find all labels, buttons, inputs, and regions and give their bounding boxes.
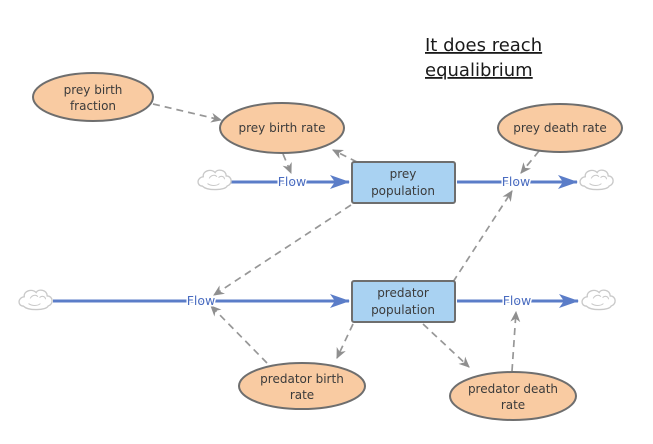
variable-prey-birth-rate[interactable]: prey birth rate	[219, 102, 345, 154]
link-prey-birth-rate-to-prey-inflow[interactable]	[282, 153, 292, 175]
cloud-prey-sink	[579, 169, 614, 191]
flow-prey-outflow[interactable]: Flow	[457, 173, 578, 191]
flow-label: Flow	[278, 174, 307, 189]
variable-label-line2: fraction	[70, 99, 116, 113]
cloud-predator-sink	[581, 289, 616, 311]
cloud-prey-source	[197, 169, 232, 191]
variable-ellipse[interactable]	[238, 362, 366, 410]
link-predator-population-to-predator-death-rate[interactable]	[422, 323, 470, 368]
flow-label: Flow	[187, 293, 216, 308]
flow-prey-inflow[interactable]: Flow	[231, 173, 350, 191]
variable-label-line2: rate	[501, 398, 525, 412]
link-prey-population-to-prey-birth-rate[interactable]	[332, 149, 358, 163]
link-prey-death-rate-to-prey-outflow[interactable]	[520, 150, 540, 174]
link-predator-population-to-prey-outflow[interactable]	[452, 190, 513, 283]
variable-prey-birth-fraction[interactable]: prey birth fraction	[32, 72, 154, 122]
link-predator-death-rate-to-predator-outflow[interactable]	[510, 310, 521, 372]
variable-label-line1: prey birth	[64, 83, 123, 97]
variable-predator-death-rate[interactable]: predator death rate	[449, 371, 577, 421]
stock-rect[interactable]	[351, 161, 456, 204]
variable-label-line1: predator birth	[260, 372, 344, 386]
stock-label-line1: predator	[377, 286, 429, 300]
variable-ellipse[interactable]	[219, 102, 345, 154]
stock-rect[interactable]	[351, 280, 456, 323]
variable-ellipse[interactable]	[497, 103, 623, 153]
link-prey-population-to-predator-inflow[interactable]	[213, 204, 352, 296]
variable-predator-birth-rate[interactable]: predator birth rate	[238, 362, 366, 410]
variable-label-line1: predator death	[468, 382, 558, 396]
variable-label-line2: rate	[290, 388, 314, 402]
canvas-title[interactable]: It does reach equalibrium	[425, 35, 542, 81]
stock-prey-population[interactable]: prey population	[351, 161, 456, 204]
link-prey-birth-fraction-to-prey-birth-rate[interactable]	[152, 103, 223, 123]
title-line2: equalibrium	[425, 60, 533, 81]
stock-label-line1: prey	[390, 167, 417, 181]
cloud-predator-source	[18, 289, 53, 311]
variable-label-line1: prey birth rate	[239, 121, 326, 135]
flow-predator-outflow[interactable]: Flow	[457, 292, 579, 310]
flow-predator-inflow[interactable]: Flow	[53, 292, 350, 310]
link-predator-population-to-predator-birth-rate[interactable]	[336, 323, 354, 359]
title-line1: It does reach	[425, 35, 542, 56]
variable-ellipse[interactable]	[449, 371, 577, 421]
stock-label-line2: population	[371, 184, 435, 198]
variable-label-line1: prey death rate	[513, 121, 606, 135]
stock-predator-population[interactable]: predator population	[351, 280, 456, 323]
variable-prey-death-rate[interactable]: prey death rate	[497, 103, 623, 153]
flow-label: Flow	[502, 174, 531, 189]
influence-links	[152, 103, 540, 372]
flow-label: Flow	[503, 293, 532, 308]
variable-ellipse[interactable]	[32, 72, 154, 122]
link-predator-birth-rate-to-predator-inflow[interactable]	[210, 305, 268, 364]
stock-label-line2: population	[371, 303, 435, 317]
